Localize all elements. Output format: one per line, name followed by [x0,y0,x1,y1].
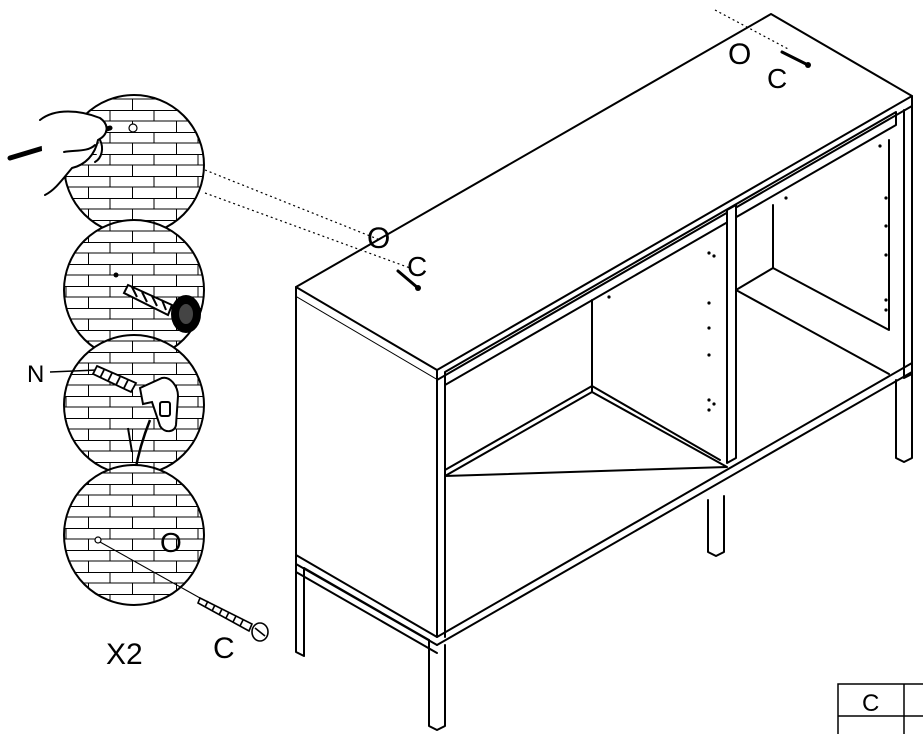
cabinet-divider [726,204,737,464]
wall-plug-icon [91,364,138,394]
hand-pencil-icon [7,110,113,196]
cabinet-left-side [295,296,438,638]
step-insert-plug: N [27,334,205,476]
screw-icon [196,596,269,642]
wall-plug-label: N [27,361,44,388]
washer-label: O [160,527,182,558]
parts-table-c: C [862,690,879,717]
cabinet-bottom-rail [436,362,913,646]
alignment-lines [204,9,791,269]
top-mid-washer-label: O [367,222,390,255]
leg-right [895,373,913,463]
cabinet [295,13,913,731]
top-right-washer-label: O [728,38,751,71]
screw-label: C [213,632,235,665]
shelf-peg-holes [607,144,888,412]
parts-table: C [837,683,923,734]
cabinet-inner-shelf [444,299,728,477]
hammer-icon [127,376,180,473]
drill-icon [122,283,201,333]
cabinet-right-side [903,105,913,379]
top-mid-screw-label: C [407,251,427,282]
quantity-label: X2 [106,638,143,671]
step-mark-wall [7,94,205,236]
leg-front-left [295,563,305,657]
leg-front-mid [428,639,446,731]
top-right-screw-label: C [767,63,787,94]
cabinet-top-panel [295,13,913,371]
top-screws [396,50,810,290]
step-screw-in: O [63,464,205,606]
leg-back-mid [707,495,725,557]
